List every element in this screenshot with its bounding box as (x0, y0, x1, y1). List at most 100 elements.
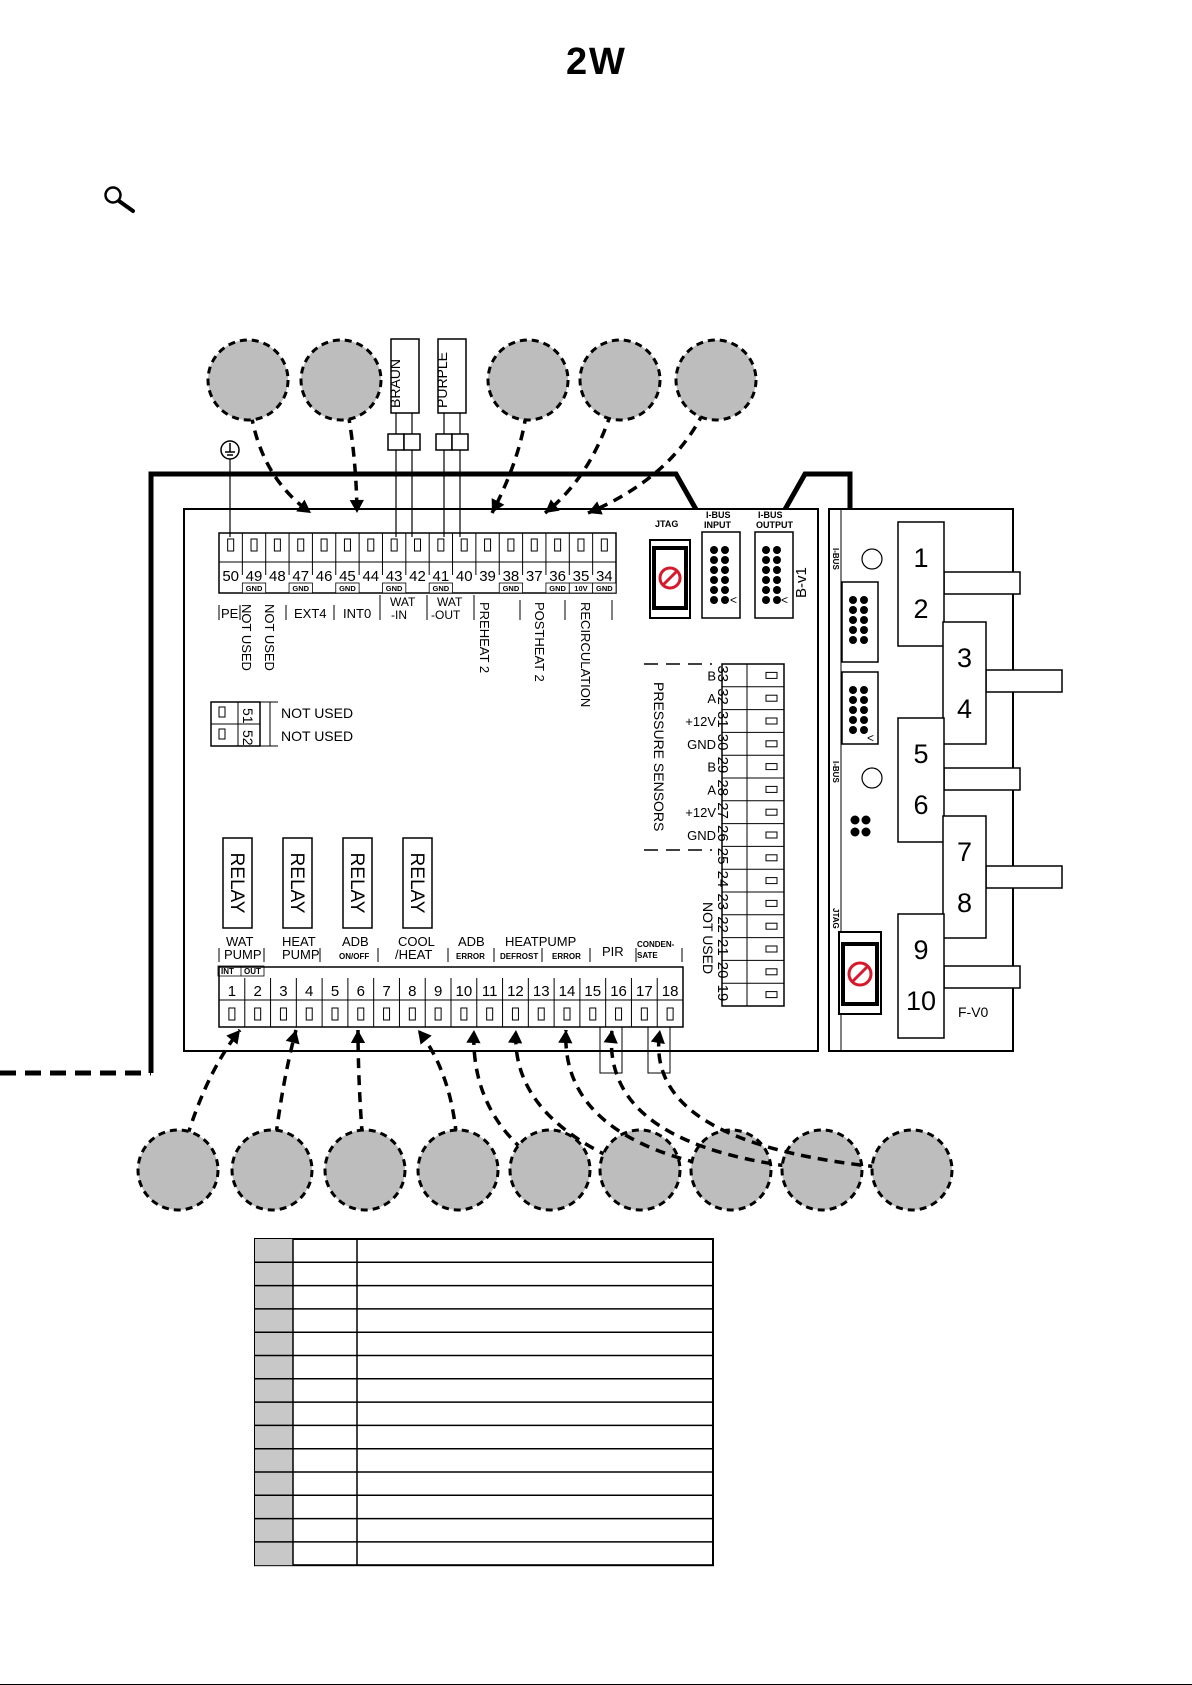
connection-bubble (780, 1128, 864, 1212)
terminal-screw (765, 785, 778, 793)
terminal-number: 34 (596, 568, 613, 585)
terminal-screw (765, 808, 778, 816)
terminal-number: 36 (549, 568, 566, 585)
terminal-screw (765, 694, 778, 702)
terminal-number: 25 (714, 848, 731, 865)
terminal-screw (765, 945, 778, 953)
fv0-ibus-bottom: < I-BUS (831, 671, 879, 783)
fv0-terminal-block (897, 717, 945, 843)
fv0-ibus-top: I-BUS (831, 548, 879, 663)
terminal-screw (765, 831, 778, 839)
relay (342, 837, 373, 929)
gnd-mark: GND (503, 584, 520, 593)
connection-bubble (299, 338, 383, 422)
ibus-output-connector: I-BUS OUTPUT < (754, 510, 794, 619)
gnd-mark: GND (549, 584, 566, 593)
fv0-terminal-block (942, 621, 987, 745)
terminal-number: 2 (253, 983, 261, 1000)
terminal-number: 15 (584, 983, 601, 1000)
arrowhead (558, 1030, 573, 1044)
terminal-screw (460, 538, 468, 552)
terminal-screw (640, 1007, 648, 1021)
arrowhead (418, 1030, 432, 1045)
gnd-mark: 10V (574, 584, 587, 593)
terminal-number: 45 (339, 568, 356, 585)
label-cool-heat-1: COOL (398, 934, 435, 949)
arrowhead (466, 1030, 481, 1044)
terminal-screw (530, 538, 538, 552)
fv0-no-entry-icon (847, 961, 873, 987)
fv0-terminal-number: 4 (957, 694, 972, 724)
gnd-mark: GND (596, 584, 613, 593)
terminal-screw (486, 1007, 494, 1021)
fv0-ibus-label-bottom: I-BUS (831, 761, 840, 783)
terminal-pin (943, 571, 1021, 595)
arrowhead (650, 1030, 665, 1044)
label-adb-onoff-1: ADB (342, 934, 369, 949)
terminal-screw (765, 740, 778, 748)
label-cool-heat-2: /HEAT (395, 947, 432, 962)
label-pir: PIR (602, 944, 624, 959)
fv0-ibus-label-top: I-BUS (831, 548, 840, 570)
terminal-number: 33 (714, 665, 731, 682)
terminal-screw (383, 1007, 391, 1021)
terminal-screw (297, 538, 305, 552)
connection-bubble (230, 1128, 314, 1212)
aux-label-51: NOT USED (281, 705, 353, 721)
label-condensate-2: SATE (637, 951, 658, 960)
terminal-screw (414, 538, 421, 552)
gnd-mark: GND (246, 584, 263, 593)
gnd-mark: GND (386, 584, 403, 593)
dashed-leader (609, 1029, 823, 1172)
search-icon[interactable] (104, 186, 135, 213)
label-heat-pump-1: HEAT (282, 934, 316, 949)
relay-label: RELAY (226, 853, 247, 914)
arrowhead (508, 1030, 523, 1044)
terminal-number: 28 (714, 779, 731, 796)
arrowhead (603, 1030, 618, 1044)
terminal-screw (615, 1007, 623, 1021)
terminal-number: 1 (228, 983, 236, 1000)
terminal-number: 7 (382, 983, 390, 1000)
fv0-quad-dots (850, 815, 871, 837)
terminal-screw (279, 1007, 287, 1021)
label-wat-pump-1: WAT (226, 934, 253, 949)
label-int: INT (221, 967, 234, 976)
terminal-pin (943, 767, 1021, 791)
fv0-terminal-number: 8 (957, 888, 972, 918)
wire-label-purple: PURPLE (434, 352, 450, 408)
terminal-screw (408, 1007, 416, 1021)
terminal-screw (554, 538, 562, 552)
terminal-screw (273, 538, 281, 552)
label-defrost: DEFROST (500, 952, 538, 961)
connection-bubble (689, 1128, 773, 1212)
brand-logo: 2 W (566, 41, 628, 83)
terminal-screw (765, 763, 778, 771)
terminal-number: 23 (714, 893, 731, 910)
terminal-number: 39 (479, 568, 496, 585)
sensor-pin-label: +12V (685, 714, 716, 729)
terminal-number: 22 (714, 916, 731, 933)
terminal-pin (943, 965, 1021, 989)
label-out: OUT (244, 967, 261, 976)
fv0-name: F-V0 (958, 1004, 989, 1020)
ibus-output-label-2: OUTPUT (756, 520, 794, 530)
terminal-screw (357, 1007, 365, 1021)
bottom-group-dividers (218, 948, 683, 962)
arrowhead (349, 499, 364, 513)
terminal-screw (765, 671, 778, 679)
sensor-pin-label: GND (687, 737, 716, 752)
terminal-screw (511, 1007, 519, 1021)
connection-bubble (416, 1128, 500, 1212)
condensate-bracket (647, 1026, 671, 1074)
connection-bubble (206, 338, 290, 422)
label-adb-error-2: ERROR (456, 952, 485, 961)
label-postheat-2: POSTHEAT 2 (532, 602, 547, 682)
wire-tag-purple: PURPLE (434, 338, 469, 537)
terminal-number: 37 (526, 568, 543, 585)
terminal-number: 12 (507, 983, 524, 1000)
terminal-number: 10 (456, 983, 473, 1000)
terminal-number: 14 (559, 983, 576, 1000)
label-wat-out-1: WAT (437, 595, 463, 609)
